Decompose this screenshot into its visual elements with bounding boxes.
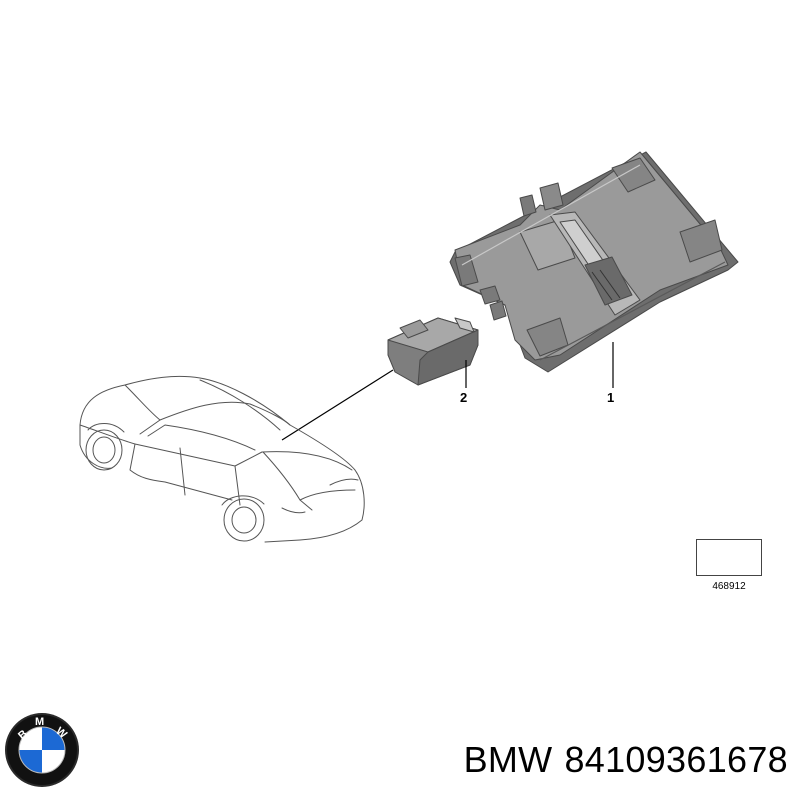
bmw-roundel-icon	[5, 713, 79, 787]
leader-lines	[281, 342, 614, 441]
small-module-part-2	[387, 317, 479, 386]
leader-line-car	[281, 369, 394, 441]
reference-number: 468912	[712, 581, 746, 592]
callout-part-2: 2	[460, 390, 468, 405]
part-number: 84109361678	[564, 739, 788, 780]
car-outline	[79, 375, 365, 543]
control-module-part-1	[449, 151, 739, 373]
reference-box	[696, 539, 762, 576]
callout-part-1: 1	[607, 390, 615, 405]
part-caption: BMW 84109361678	[464, 739, 788, 781]
brand-name: BMW	[463, 739, 553, 780]
